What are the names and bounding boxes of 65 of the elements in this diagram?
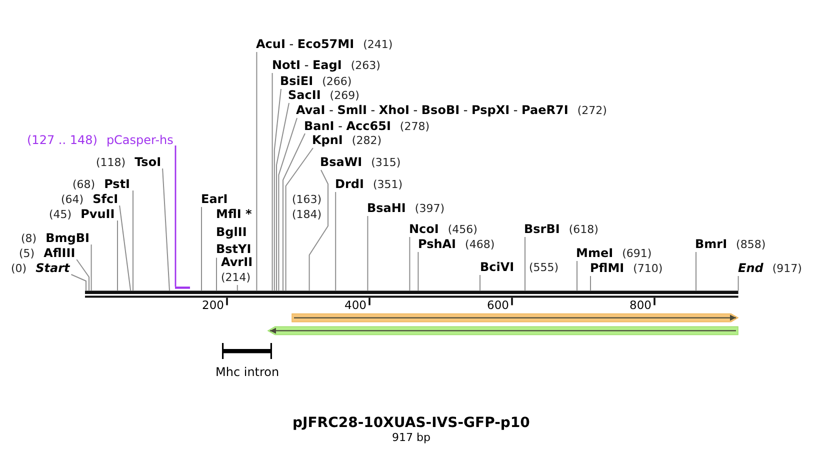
scale-number: 800 — [630, 298, 652, 312]
scale-number: 200 — [202, 298, 224, 312]
enzyme-label: PshAI (468) — [418, 236, 495, 252]
leader-line — [282, 133, 306, 292]
enzyme-label: MmeI (691) — [576, 245, 652, 261]
enzyme-label: BciVI (555) — [480, 259, 559, 275]
leader-line — [409, 236, 410, 292]
leader-line — [278, 118, 298, 292]
leader-line — [201, 206, 202, 292]
enzyme-label: (5) AflIII — [19, 245, 76, 261]
enzyme-label: (8) BmgBI — [21, 230, 90, 246]
enzyme-label: (64) SfcI — [61, 191, 118, 207]
sequence-length: 917 bp — [392, 431, 430, 445]
enzyme-label: BsaHI (397) — [367, 200, 444, 216]
leader-line — [274, 88, 282, 292]
leader-line — [236, 284, 238, 292]
enzyme-label: BsaWI (315) — [320, 154, 401, 170]
leader-line — [76, 259, 90, 292]
plasmid-title: pJFRC28-10XUAS-IVS-GFP-p10 — [292, 414, 530, 432]
enzyme-label: BmrI (858) — [695, 236, 766, 252]
enzyme-label: (68) PstI — [72, 176, 130, 192]
enzyme-label: SacII (269) — [288, 87, 360, 103]
enzyme-label: NcoI (456) — [409, 221, 478, 237]
feature-band — [267, 326, 738, 336]
leader-line — [738, 276, 739, 292]
feature-band — [292, 313, 739, 322]
leader-line — [90, 244, 92, 292]
sequence-end-label: End (917) — [738, 260, 802, 276]
leader-line — [70, 274, 86, 292]
leader-line — [256, 52, 258, 292]
enzyme-label: PflMI (710) — [590, 260, 663, 276]
sequence-end-label: (0) Start — [11, 260, 70, 276]
enzyme-label: DrdI (351) — [335, 176, 403, 192]
leader-line — [174, 146, 176, 287]
enzyme-label: KpnI (282) — [312, 132, 382, 148]
leader-line — [162, 168, 170, 292]
scale-number: 400 — [344, 298, 366, 312]
feature-bar — [175, 286, 190, 289]
leader-line — [576, 260, 578, 292]
sequence-backbone — [85, 290, 738, 298]
leader-line — [335, 192, 336, 292]
leader-line — [524, 236, 526, 292]
scale-number: 600 — [487, 298, 509, 312]
enzyme-label: EarI (163) — [201, 191, 322, 207]
enzyme-label: NotI - EagI (263) — [272, 57, 380, 73]
leader-line — [119, 205, 132, 292]
enzyme-label: (45) PvuII — [49, 206, 115, 222]
leader-line — [418, 252, 419, 292]
leader-line — [367, 216, 368, 292]
leader-line — [272, 72, 273, 292]
feature-label: (127 .. 148) pCasper-hs — [27, 132, 174, 147]
enzyme-label: AcuI - Eco57MI (241) — [256, 36, 393, 52]
leader-line — [216, 257, 217, 292]
leader-line — [132, 190, 134, 292]
leader-line — [276, 102, 290, 292]
enzyme-label: BsiEI (266) — [280, 73, 352, 89]
enzyme-label: (118) TsoI — [96, 154, 162, 170]
enzyme-label: AvaI - SmlI - XhoI - BsoBI - PspXI - PaeR7I (272) — [296, 102, 607, 118]
leader-line — [308, 170, 328, 292]
leader-line — [117, 220, 118, 292]
feature-label: Mhc intron — [216, 365, 280, 379]
leader-line — [590, 276, 591, 292]
enzyme-label: BanI - Acc65I (278) — [304, 118, 430, 134]
leader-line — [285, 148, 314, 292]
enzyme-label: BsrBI (618) — [524, 221, 598, 237]
